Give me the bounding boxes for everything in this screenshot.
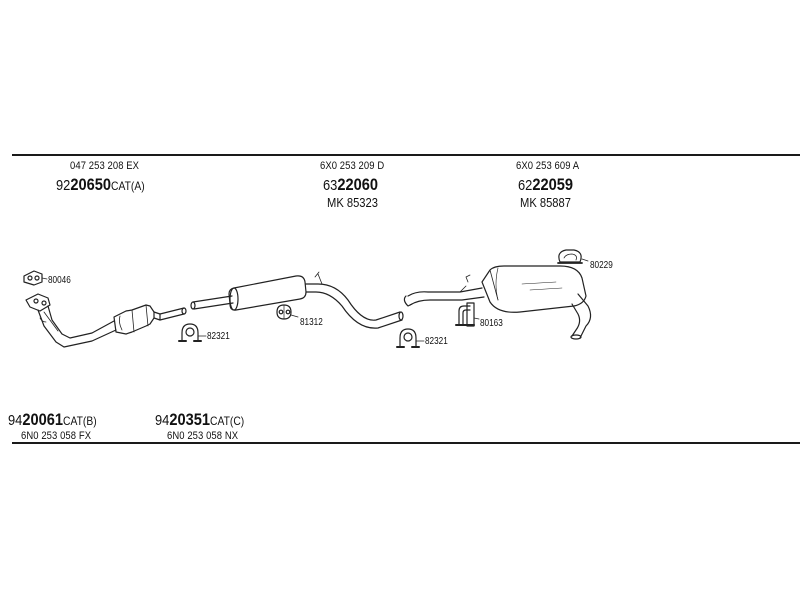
bottom-divider-line bbox=[12, 442, 800, 444]
part-main-number: 20351 bbox=[169, 410, 211, 429]
part-prefix: 62 bbox=[518, 177, 533, 194]
mk-number-rear-silencer: MK 85887 bbox=[520, 195, 571, 210]
label-clamp-82321-right: 82321 bbox=[425, 336, 448, 347]
rear-silencer-icon bbox=[403, 265, 592, 340]
part-suffix: CAT(A) bbox=[111, 179, 145, 193]
middle-silencer-icon bbox=[190, 271, 404, 329]
oem-number-front-pipe: 047 253 208 EX bbox=[70, 160, 140, 172]
part-number-rear-silencer: 6222059 bbox=[518, 176, 573, 194]
oem-number-cat-b: 6N0 253 058 FX bbox=[21, 430, 92, 442]
label-hanger-81312: 81312 bbox=[300, 317, 323, 328]
part-prefix: 63 bbox=[323, 177, 338, 194]
oem-number-middle-silencer: 6X0 253 209 D bbox=[320, 160, 385, 172]
part-main-number: 22060 bbox=[337, 175, 379, 194]
part-prefix: 94 bbox=[155, 412, 170, 429]
top-divider-line bbox=[12, 154, 800, 156]
part-number-middle-silencer: 6322060 bbox=[323, 176, 378, 194]
label-clamp-82321-left: 82321 bbox=[207, 331, 230, 342]
part-main-number: 20061 bbox=[22, 410, 64, 429]
oem-number-cat-c: 6N0 253 058 NX bbox=[167, 430, 239, 442]
part-suffix: CAT(B) bbox=[63, 414, 97, 428]
label-hanger-80163: 80163 bbox=[480, 318, 503, 329]
part-number-cat-c: 9420351CAT(C) bbox=[155, 411, 244, 430]
mk-number-middle-silencer: MK 85323 bbox=[327, 195, 378, 210]
part-main-number: 22059 bbox=[532, 175, 574, 194]
label-hanger-80229: 80229 bbox=[590, 260, 613, 271]
clamp-82321-icon bbox=[178, 323, 207, 342]
part-number-front-pipe: 9220650CAT(A) bbox=[56, 176, 145, 195]
rubber-hanger-80163-icon bbox=[455, 302, 480, 327]
part-main-number: 20650 bbox=[70, 175, 112, 194]
front-pipe-catalytic-converter-icon bbox=[25, 293, 187, 348]
rubber-hanger-81312-icon bbox=[276, 304, 299, 320]
part-number-cat-b: 9420061CAT(B) bbox=[8, 411, 97, 430]
part-suffix: CAT(C) bbox=[210, 414, 245, 428]
oem-number-rear-silencer: 6X0 253 609 A bbox=[516, 160, 580, 172]
rubber-hanger-80229-icon bbox=[557, 249, 589, 264]
label-gasket-80046: 80046 bbox=[48, 275, 71, 286]
part-prefix: 94 bbox=[8, 412, 23, 429]
gasket-80046-icon bbox=[23, 270, 48, 286]
part-prefix: 92 bbox=[56, 177, 71, 194]
clamp-82321-icon bbox=[396, 328, 425, 348]
